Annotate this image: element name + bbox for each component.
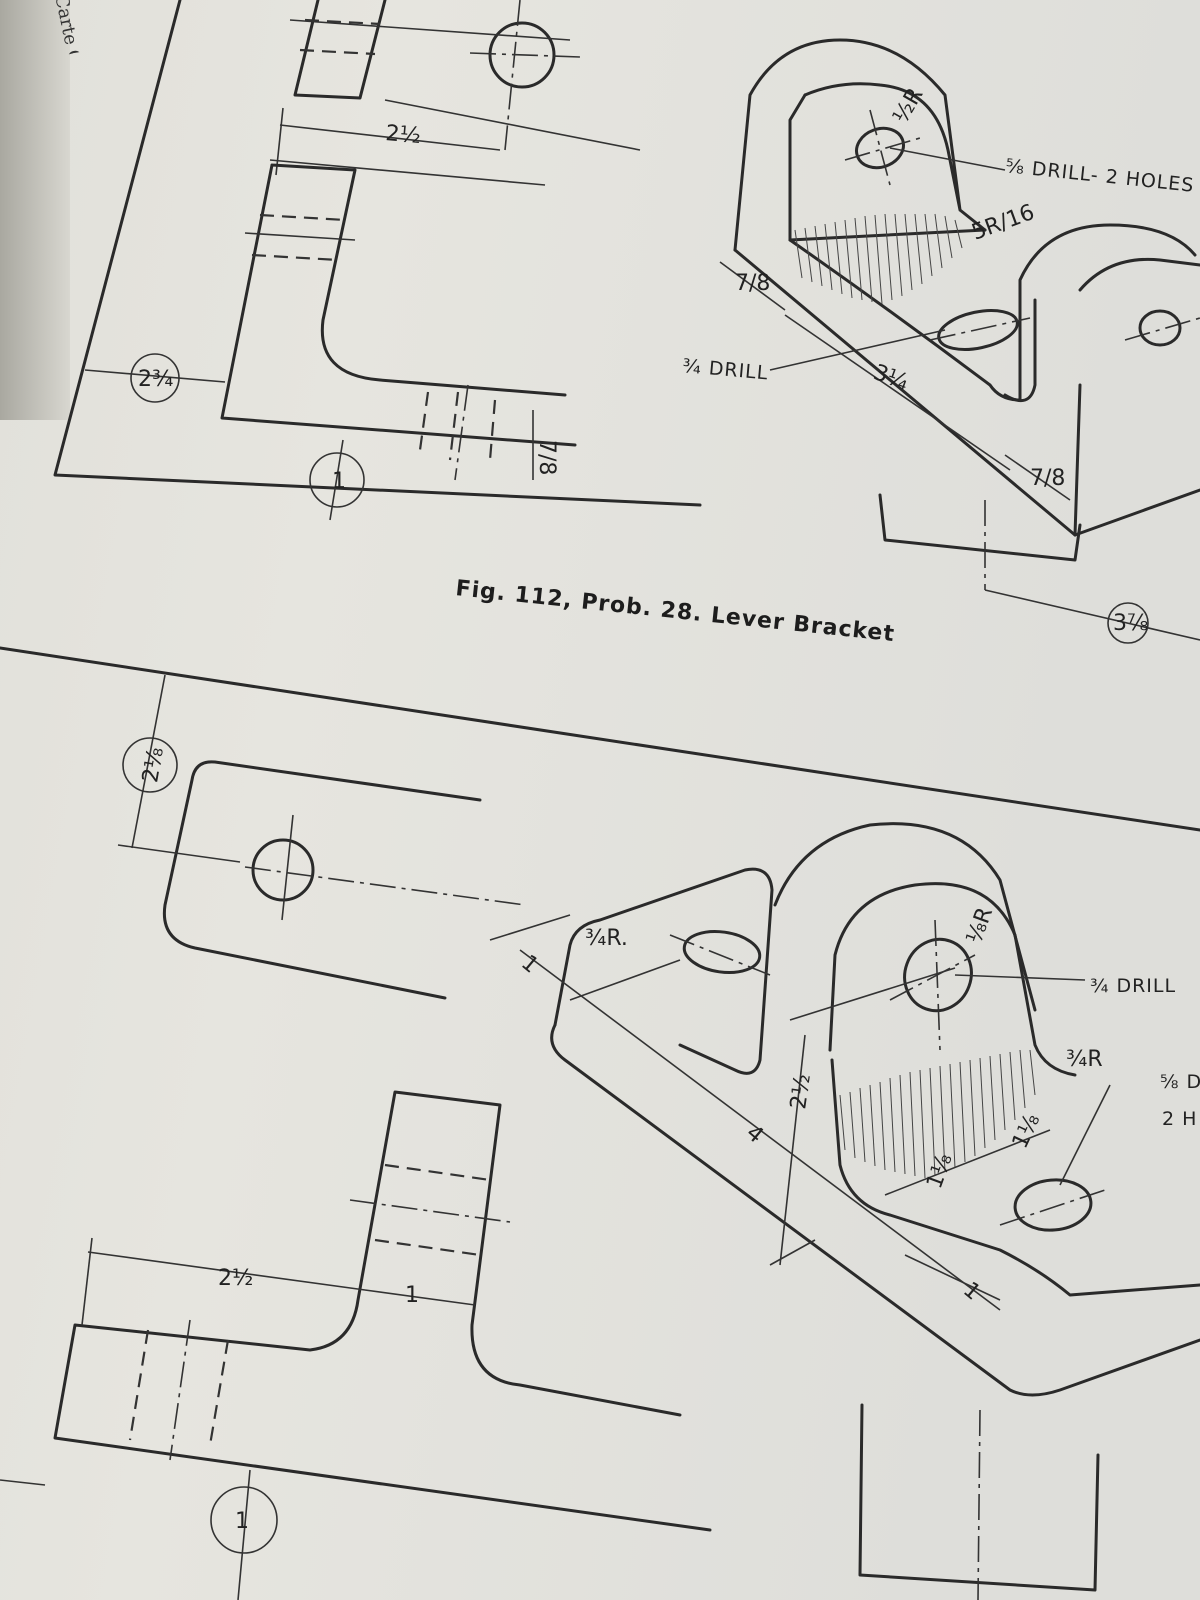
fig-next-iso-lug: [553, 867, 774, 1075]
dim-5-16-r: 5R/16: [969, 200, 1038, 246]
fig-next-iso-upright: [773, 822, 1037, 1012]
fig112-fillet-hatching: [794, 213, 963, 305]
dim-2-half: 2½: [384, 121, 421, 149]
label-drill-2-holes: ⅝ DRILL- 2 HOLES: [1004, 155, 1195, 197]
fig112-iso-second-upright: [1003, 223, 1200, 403]
fig112-upright-top: [293, 0, 387, 100]
dim-3-quarter: 3¼: [870, 360, 912, 396]
fig112-iso-upright: [733, 38, 987, 252]
dim-4: 4: [741, 1120, 768, 1148]
label-drill-three-quarter-b: ¾ DRILL: [1090, 975, 1176, 997]
dim-2-three-quarter: 2¾: [138, 367, 173, 392]
fig-next-front-view: [53, 1090, 712, 1532]
dim-3-7-8: 3⅞: [1113, 611, 1148, 636]
fig112-drawing: [53, 0, 1200, 644]
figure-caption: Fig. 112, Prob. 28. Lever Bracket: [454, 576, 896, 647]
book-spine: Carte Carte: [0, 0, 83, 420]
fig-next-top-view: [162, 760, 482, 1000]
fig112-labels: 2½ 2¾ 1 7/8 7/8 3¼ 7/8 3⅞ ½R 5R/16 ⅝ DRI…: [138, 84, 1195, 647]
dim-1-a: 1: [405, 1283, 419, 1308]
label-three-quarter-drill: ¾ DRILL: [682, 355, 770, 384]
fig112-frame: [53, 0, 702, 507]
fig-next-fillet-hatching: [839, 1049, 1036, 1179]
dim-2-1-8: 2⅛: [138, 745, 169, 784]
dim-1-8-a: 1⅛: [922, 1150, 958, 1192]
fig112-side-view: [878, 493, 1082, 562]
label-two-holes: 2 H: [1162, 1108, 1197, 1130]
dim-3-4-r: ¾R.: [585, 926, 628, 951]
dim-7-8-small: 7/8: [534, 440, 559, 475]
fig112-hole-circle: [488, 21, 556, 89]
fig-next-frame: [0, 646, 1200, 832]
dim-half-r: ½R: [889, 84, 929, 128]
dim-1-b: 1: [235, 1509, 249, 1534]
dim-1-8-r: ⅛R: [962, 904, 998, 947]
fig-next-labels: 2⅛ 2½ 1 1 ¾R. 1 4 2½ 1⅛ 1⅛ 1 ⅛R ¾R ¾ DRI…: [138, 745, 1200, 1534]
fig112-front-view: [220, 163, 577, 447]
fig-next-top-hole: [251, 838, 315, 902]
dim-2-half-v: 2½: [786, 1072, 816, 1110]
fig-next-drawing: [0, 646, 1200, 1600]
dim-2-half-b: 2½: [218, 1266, 253, 1291]
dim-7-8-a: 7/8: [735, 271, 770, 296]
dim-1-8-b: 1⅛: [1008, 1110, 1046, 1153]
dim-1: 1: [332, 469, 346, 494]
dim-3-4-r-2: ¾R: [1066, 1047, 1103, 1072]
label-drill-five-eighth: ⅝ D: [1160, 1071, 1200, 1093]
dim-7-8-b: 7/8: [1030, 466, 1065, 491]
